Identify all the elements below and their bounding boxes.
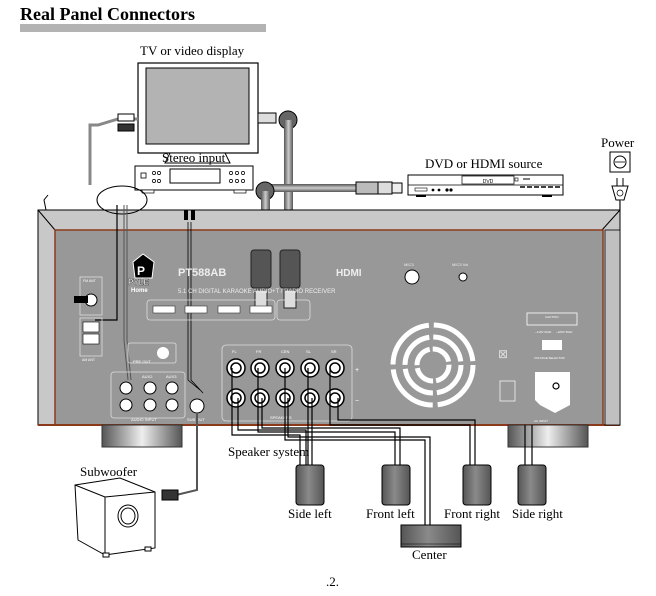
hdmi-logo: HDMI <box>336 268 362 279</box>
svg-text:PRE OUT: PRE OUT <box>133 359 151 364</box>
svg-text:P: P <box>137 264 145 278</box>
speaker-channel-fl: FL <box>232 349 237 354</box>
speaker-jack <box>325 358 345 378</box>
speaker-channel-sr: SR <box>331 349 337 354</box>
svg-text:FM ANT: FM ANT <box>83 279 97 283</box>
svg-text:AUDIO INPUT: AUDIO INPUT <box>131 417 157 422</box>
svg-text:+: + <box>355 367 359 374</box>
speaker-jack <box>250 388 270 408</box>
svg-text:AC INPUT: AC INPUT <box>534 419 548 423</box>
speaker-channel-fr: FR <box>256 349 261 354</box>
stereo-label: Stereo input <box>162 150 226 165</box>
svg-text:~220V 50Hz: ~220V 50Hz <box>556 330 573 334</box>
speaker-jack <box>325 388 345 408</box>
speaker-channel-sl: SL <box>306 349 312 354</box>
speaker-wires <box>231 368 533 525</box>
svg-text:Home: Home <box>131 288 148 294</box>
front-right-label: Front right <box>444 506 500 521</box>
side-right-label: Side right <box>512 506 563 521</box>
front-right-speaker <box>462 464 492 506</box>
speaker-wire <box>287 398 431 525</box>
mic3-label: MIC3 <box>404 262 414 267</box>
speaker-jack <box>300 388 320 408</box>
speaker-wire <box>257 368 396 465</box>
speaker-jack <box>250 358 270 378</box>
callout-ellipse <box>96 185 148 215</box>
fan-grille <box>390 322 476 408</box>
svg-text:AM ANT: AM ANT <box>82 358 96 362</box>
speaker-wire <box>237 398 307 465</box>
svg-text:⊠: ⊠ <box>498 347 508 361</box>
svg-text:−: − <box>355 398 359 405</box>
subwoofer-label: Subwoofer <box>80 464 138 479</box>
pre-out: PRE OUT <box>127 342 177 364</box>
subwoofer <box>74 477 156 558</box>
front-left-label: Front left <box>366 506 415 521</box>
audio-cable <box>123 205 132 381</box>
svg-text:AUX2: AUX2 <box>142 374 153 379</box>
speaker-system-label: Speaker system <box>228 444 310 459</box>
svg-text:VOLTAGE SELECTOR: VOLTAGE SELECTOR <box>534 356 566 360</box>
dvd-label: DVD or HDMI source <box>425 156 543 171</box>
speaker-wire <box>231 368 301 465</box>
title-underline <box>20 24 266 32</box>
speaker-jack <box>300 358 320 378</box>
svg-text:PYLE: PYLE <box>128 278 150 287</box>
dvd-display-text: DVD <box>483 179 494 185</box>
front-left-speaker <box>381 464 411 506</box>
stereo-device <box>134 165 254 194</box>
speaker-wire <box>261 398 401 465</box>
mic3-vol-label: MIC3 Vol <box>452 262 468 267</box>
speaker-wire <box>337 398 476 465</box>
side-left-speaker <box>295 464 325 506</box>
svg-text:CAUTION: CAUTION <box>545 315 559 319</box>
power-label: Power <box>601 135 635 150</box>
tv-label: TV or video display <box>140 43 245 58</box>
speaker-wire <box>284 368 426 525</box>
tv-rca-cable <box>88 113 138 185</box>
hdmi-input-ports <box>146 299 311 321</box>
speaker-jack <box>226 358 246 378</box>
antenna-terminals: FM ANT AM ANT <box>74 276 103 362</box>
section-title: Real Panel Connectors <box>20 4 195 24</box>
tv-display <box>137 62 259 164</box>
svg-text:AUX3: AUX3 <box>166 374 177 379</box>
model-name: PT588AB <box>178 267 226 279</box>
side-right-speaker <box>517 464 547 506</box>
svg-text:~110V 60Hz: ~110V 60Hz <box>535 330 552 334</box>
side-left-label: Side left <box>288 506 332 521</box>
speaker-channel-cen: CEN <box>281 349 290 354</box>
center-label: Center <box>412 547 447 562</box>
pyle-home-logo: P PYLE Home <box>128 253 155 294</box>
speaker-jack <box>226 388 246 408</box>
voltage-area: CAUTION ~110V 60Hz ~220V 50Hz VOLTAGE SE… <box>498 312 578 423</box>
model-subtitle: 5.1 CH DIGITAL KARAOKE AUDIO+T / RADIO R… <box>178 289 336 295</box>
dvd-device: DVD <box>407 174 564 197</box>
subwoofer-cable <box>175 413 198 496</box>
center-speaker <box>400 524 462 548</box>
speaker-wire <box>329 368 471 465</box>
svg-text:SPEAKERS: SPEAKERS <box>270 415 292 420</box>
page-number: .2. <box>326 574 339 589</box>
